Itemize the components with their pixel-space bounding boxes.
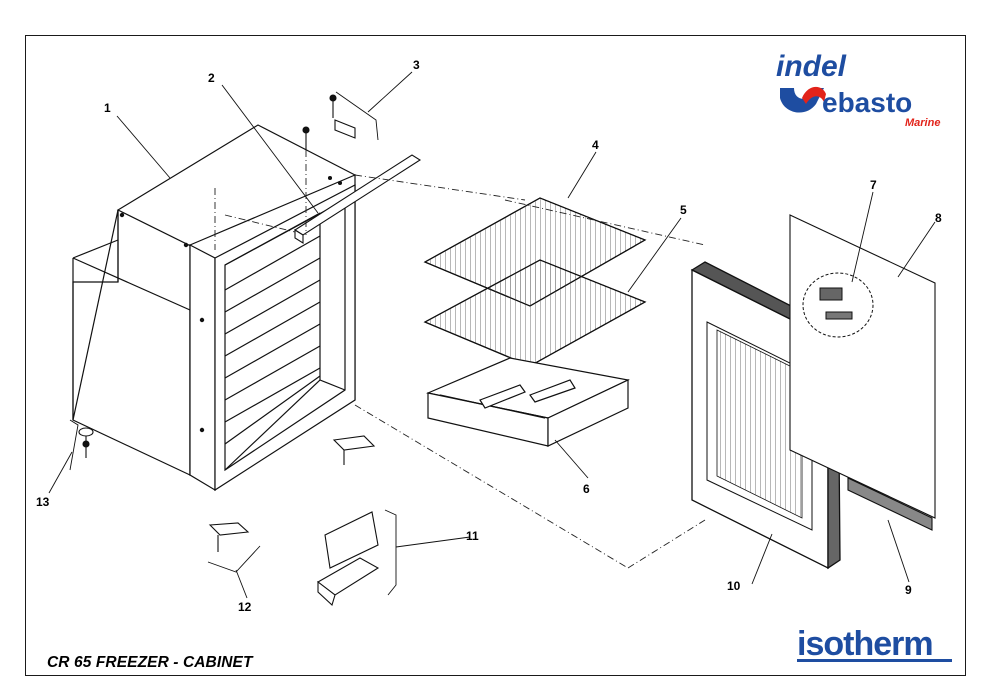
drawing-frame — [25, 35, 966, 676]
callout-6: 6 — [583, 482, 590, 496]
callout-10: 10 — [727, 579, 741, 593]
logo-marine-text: Marine — [905, 117, 940, 129]
callout-9: 9 — [905, 583, 912, 597]
isotherm-logo: isotherm — [797, 625, 952, 663]
top-hinge — [302, 94, 356, 150]
callout-1: 1 — [104, 101, 111, 115]
callout-4: 4 — [592, 138, 599, 152]
leader-lines — [48, 71, 936, 599]
logo-ebasto-text: ebasto — [822, 87, 912, 118]
logo-isotherm-underline — [797, 659, 952, 662]
drip-tray — [426, 357, 630, 447]
logo-isotherm-text: isotherm — [797, 625, 933, 663]
callout-3: 3 — [413, 58, 420, 72]
callout-8: 8 — [935, 211, 942, 225]
logo-indel-text: indel — [776, 50, 847, 83]
assembly-lines — [214, 150, 706, 569]
ice-basket — [317, 511, 380, 607]
latch-detail — [802, 272, 874, 338]
drawing-caption: CR 65 FREEZER - CABINET — [47, 654, 253, 671]
bottom-hinge — [208, 435, 376, 552]
logo-red-swoosh — [802, 86, 826, 104]
callout-13: 13 — [36, 495, 50, 509]
callout-2: 2 — [208, 71, 215, 85]
lower-shelf — [423, 259, 647, 367]
cabinet-body — [72, 124, 357, 492]
callout-12: 12 — [238, 600, 252, 614]
callout-7: 7 — [870, 178, 877, 192]
top-rail — [293, 154, 422, 244]
callout-5: 5 — [680, 203, 687, 217]
callout-11: 11 — [466, 529, 479, 543]
indel-webasto-logo: indel ebasto Marine — [776, 50, 940, 129]
leveller-foot — [78, 427, 94, 458]
